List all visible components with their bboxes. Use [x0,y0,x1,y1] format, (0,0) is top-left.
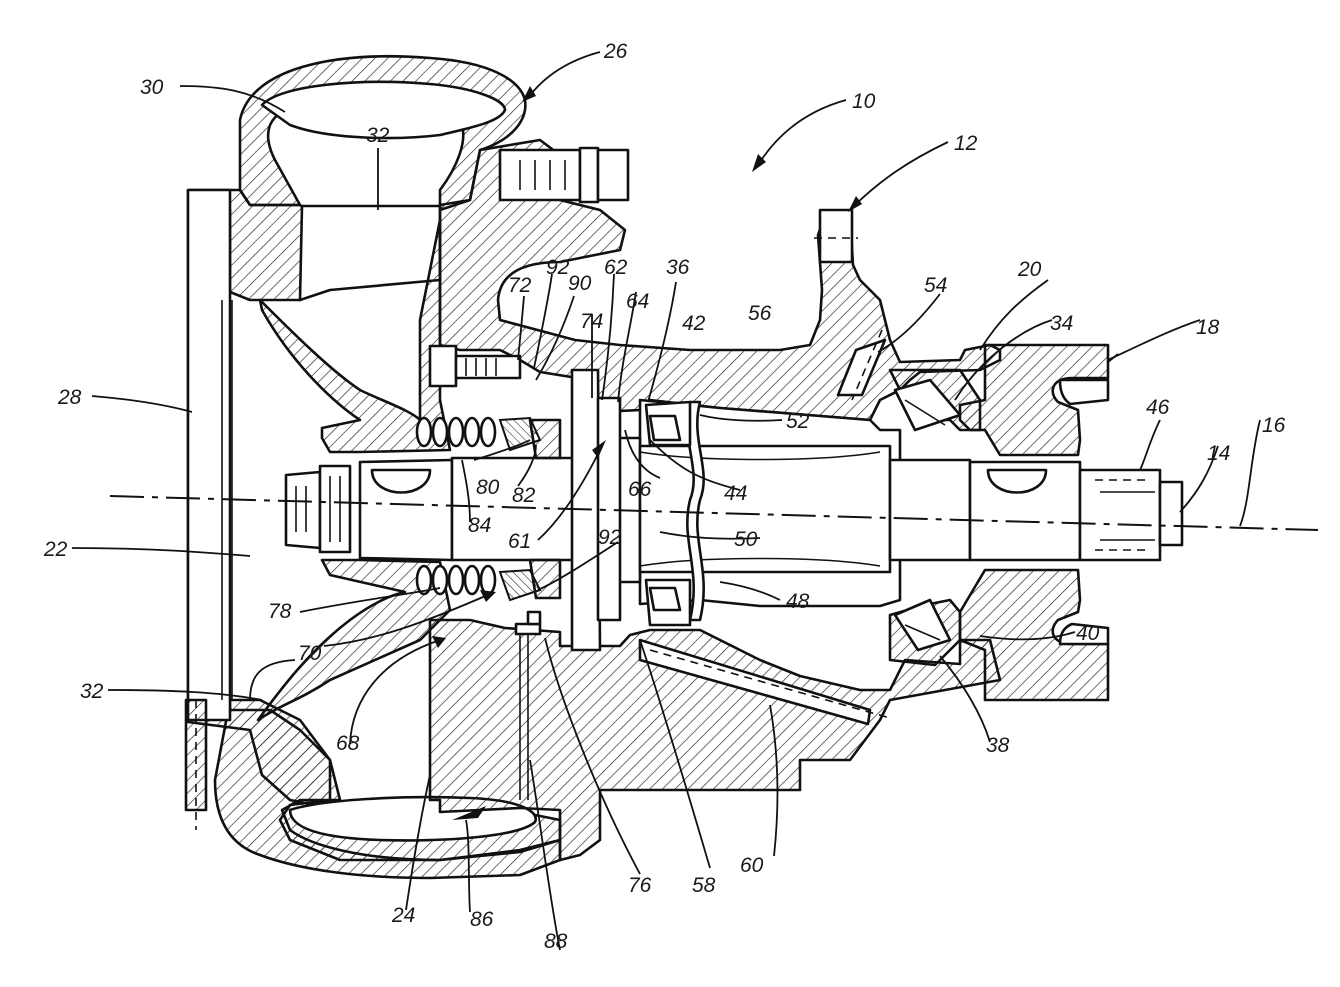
leader-lines [71,51,1261,951]
label-18: 18 [1196,316,1220,339]
label-26: 26 [603,40,628,63]
spring-coils [415,416,497,596]
label-38: 38 [986,734,1010,757]
label-58: 58 [692,874,716,897]
label-72: 72 [508,274,532,297]
rotation-axis-line [109,495,1319,531]
label-50: 50 [734,528,758,551]
label-62: 62 [604,256,628,279]
label-61: 61 [508,530,531,553]
label-44: 44 [724,482,747,505]
label-54: 54 [924,274,947,297]
label-92-top: 92 [546,256,570,279]
label-36: 36 [666,256,690,279]
top-bolt [498,146,858,264]
label-68: 68 [336,732,360,755]
label-74: 74 [580,310,603,333]
label-78: 78 [268,600,292,623]
label-56: 56 [748,302,772,325]
label-46: 46 [1146,396,1170,419]
label-16: 16 [1262,414,1286,437]
label-90: 90 [568,272,592,295]
label-92-bottom: 92 [598,526,622,549]
label-32-top: 32 [366,124,390,147]
label-10: 10 [852,90,876,113]
label-86: 86 [470,908,494,931]
label-76: 76 [628,874,652,897]
label-52: 52 [786,410,810,433]
label-66: 66 [628,478,652,501]
label-22: 22 [43,538,68,561]
turbine-housing [888,343,1110,702]
label-20: 20 [1017,258,1042,281]
label-34: 34 [1050,312,1073,335]
label-88: 88 [544,930,568,953]
label-64: 64 [626,290,649,313]
label-42: 42 [682,312,706,335]
label-70: 70 [298,642,322,665]
label-40: 40 [1076,622,1100,645]
label-30: 30 [140,76,164,99]
label-48: 48 [786,590,810,613]
label-14: 14 [1207,442,1230,465]
label-60: 60 [740,854,764,877]
label-84: 84 [468,514,491,537]
label-28: 28 [57,386,82,409]
label-24: 24 [391,904,415,927]
label-12: 12 [954,132,978,155]
reference-numerals: 10 12 14 16 18 20 22 24 26 28 30 32 32 3… [43,40,1286,953]
label-82: 82 [512,484,536,507]
label-80: 80 [476,476,500,499]
label-32-bottom: 32 [80,680,104,703]
